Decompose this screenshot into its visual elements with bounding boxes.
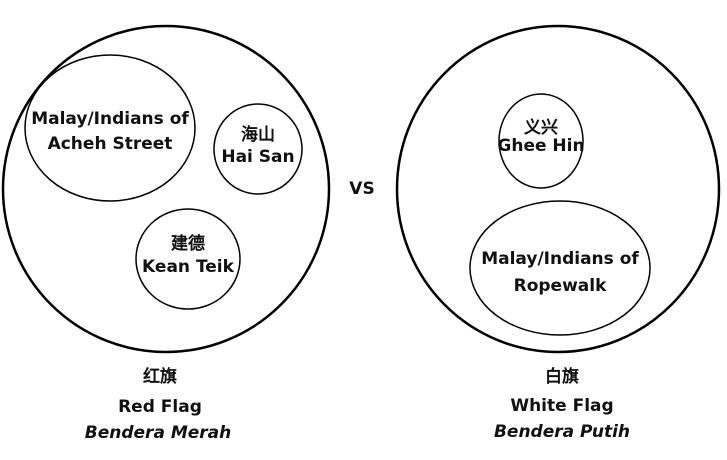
hai-san-circle: [213, 103, 303, 195]
red-flag-malay-caption: Bendera Merah: [85, 423, 231, 443]
acheh-street-label-line2: Acheh Street: [48, 134, 173, 154]
ropewalk-label-line2: Ropewalk: [514, 276, 607, 296]
red-flag-english-caption: Red Flag: [118, 397, 202, 417]
ghee-hin-circle: [498, 93, 584, 189]
white-flag-english-caption: White Flag: [510, 396, 613, 416]
ropewalk-circle: [469, 200, 651, 336]
kean-teik-circle: [135, 208, 241, 310]
ropewalk-label-line1: Malay/Indians of: [481, 249, 639, 269]
ghee-hin-chinese-label: 义兴: [524, 117, 558, 138]
white-flag-circle: [395, 24, 721, 354]
ghee-hin-label: Ghee Hin: [497, 136, 584, 156]
hai-san-chinese-label: 海山: [241, 124, 275, 145]
versus-label: VS: [349, 179, 374, 199]
white-flag-malay-caption: Bendera Putih: [494, 422, 630, 442]
white-flag-chinese-caption: 白旗: [545, 366, 579, 387]
red-flag-chinese-caption: 红旗: [143, 366, 177, 387]
hai-san-label: Hai San: [221, 147, 294, 167]
red-flag-circle: [1, 24, 331, 354]
kean-teik-label: Kean Teik: [142, 257, 235, 277]
kean-teik-chinese-label: 建德: [171, 233, 205, 254]
acheh-street-circle: [24, 54, 196, 202]
acheh-street-label-line1: Malay/Indians of: [31, 109, 189, 129]
